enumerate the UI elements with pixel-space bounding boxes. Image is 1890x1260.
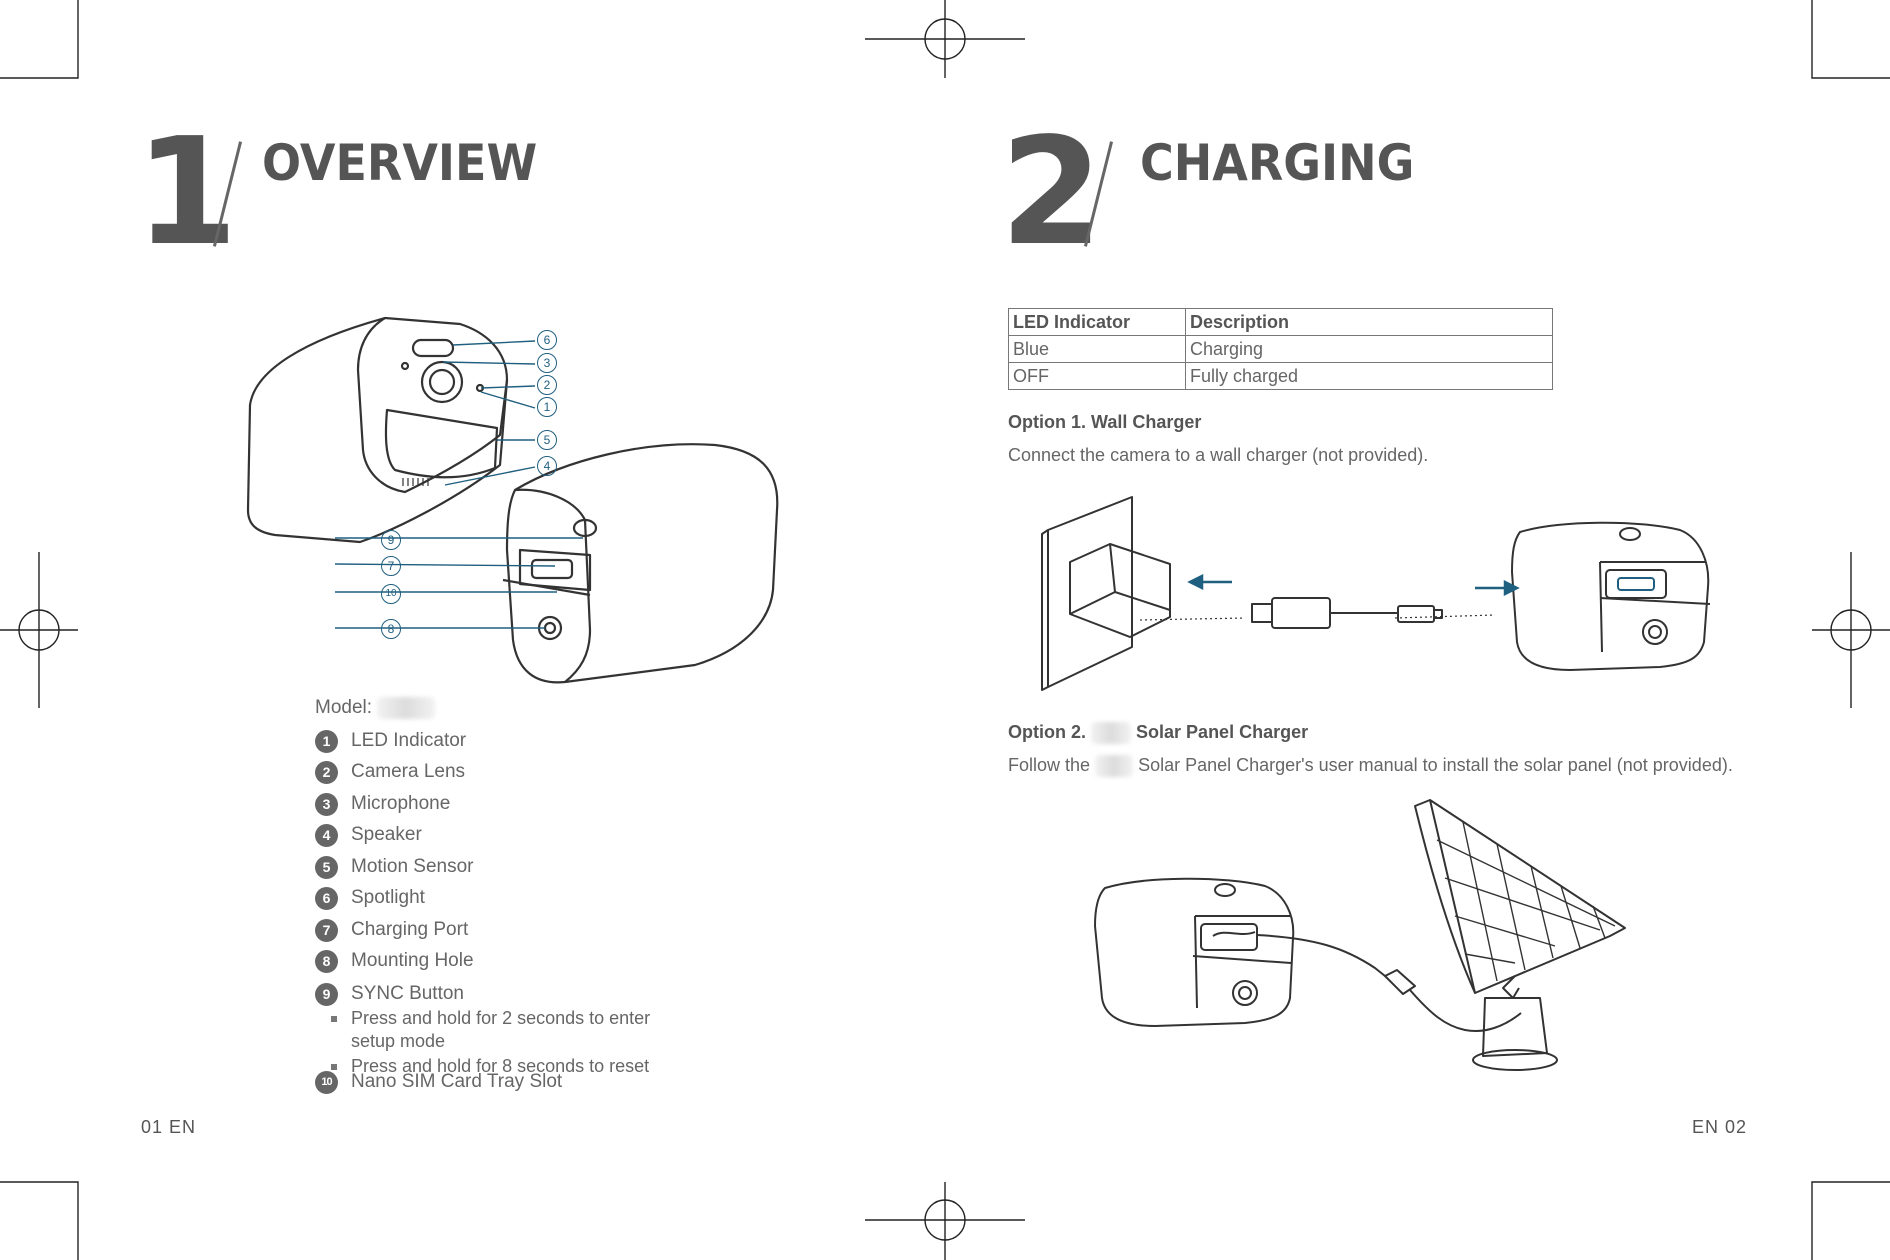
callout-7: 7 bbox=[381, 556, 401, 576]
page-footer-right: EN 02 bbox=[1692, 1117, 1748, 1137]
table-header-row: LED Indicator Description bbox=[1008, 308, 1553, 336]
column-header: Description bbox=[1185, 308, 1553, 336]
table-cell: Charging bbox=[1185, 335, 1553, 363]
table-row: Blue Charging bbox=[1008, 335, 1553, 363]
section-number-1: 1 bbox=[135, 106, 238, 278]
redacted-brand bbox=[1095, 755, 1134, 778]
callout-4: 4 bbox=[537, 456, 557, 476]
bullet-item: Press and hold for 8 seconds to reset bbox=[331, 1055, 695, 1078]
table-cell: Fully charged bbox=[1185, 362, 1553, 390]
model-line: Model: bbox=[315, 697, 436, 719]
model-label: Model: bbox=[315, 697, 373, 719]
callout-3: 3 bbox=[537, 353, 557, 373]
solar-panel-illustration bbox=[1085, 798, 1645, 1083]
camera-overview-illustration: 6 3 2 1 5 4 9 7 10 8 bbox=[245, 310, 790, 690]
wall-charger-illustration bbox=[1040, 492, 1720, 692]
column-header: LED Indicator bbox=[1008, 308, 1186, 336]
option1-title: Option 1. Wall Charger bbox=[1008, 412, 1202, 432]
callout-5: 5 bbox=[537, 430, 557, 450]
redacted-brand bbox=[1091, 722, 1132, 745]
callout-8: 8 bbox=[381, 619, 401, 639]
table-row: OFF Fully charged bbox=[1008, 362, 1553, 390]
sync-button-notes: Press and hold for 2 seconds to enter se… bbox=[331, 1007, 695, 1078]
callout-9: 9 bbox=[381, 530, 401, 550]
option2-title: Option 2. Solar Panel Charger bbox=[1008, 722, 1308, 745]
table-cell: OFF bbox=[1008, 362, 1186, 390]
bullet-item: Press and hold for 2 seconds to enter se… bbox=[331, 1007, 695, 1053]
table-cell: Blue bbox=[1008, 335, 1186, 363]
redacted-model bbox=[377, 697, 436, 719]
callout-1: 1 bbox=[537, 397, 557, 417]
option1-text: Connect the camera to a wall charger (no… bbox=[1008, 445, 1429, 465]
callout-10: 10 bbox=[381, 584, 401, 604]
option2-text: Follow the Solar Panel Charger's user ma… bbox=[1008, 755, 1733, 778]
section-title-overview: OVERVIEW bbox=[262, 134, 538, 192]
callout-2: 2 bbox=[537, 375, 557, 395]
led-indicator-table: LED Indicator Description Blue Charging … bbox=[1008, 308, 1553, 390]
section-title-charging: CHARGING bbox=[1140, 134, 1415, 192]
page-footer-left: 01 EN bbox=[141, 1117, 197, 1137]
callout-6: 6 bbox=[537, 330, 557, 350]
